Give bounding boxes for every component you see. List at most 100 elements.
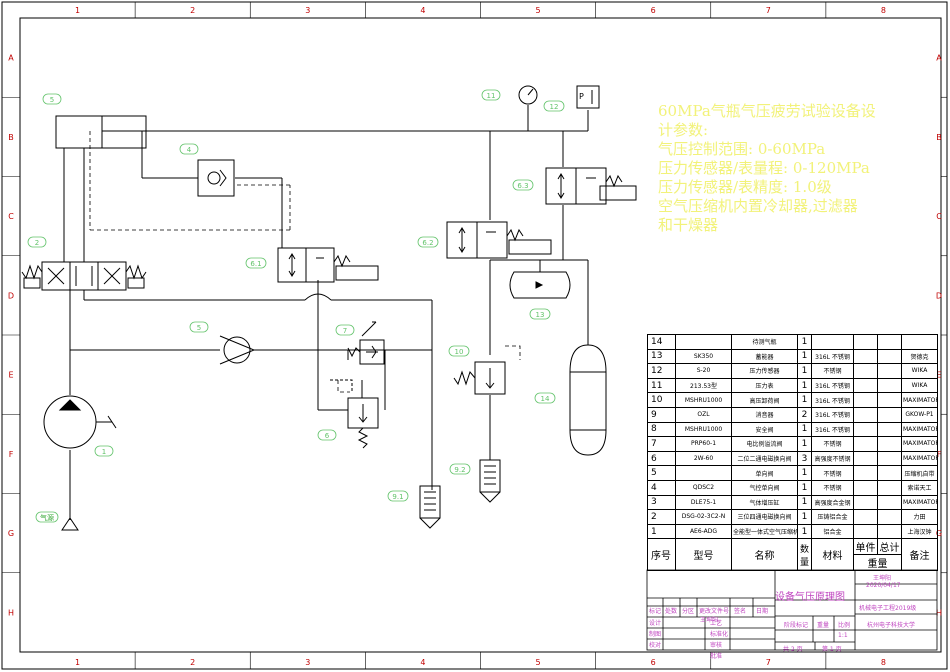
row-label-left: D — [8, 291, 14, 300]
tb-label-zone: 分区 — [682, 608, 695, 615]
callout-7-label: 7 — [343, 327, 347, 335]
pilot-check-valve-4-symbol — [197, 159, 235, 197]
bom-cell-model: SK350 — [675, 348, 732, 365]
bom-cell-total-weight — [877, 479, 902, 496]
bom-cell-no: 4 — [647, 479, 676, 496]
bom-cell-unit-weight — [853, 377, 878, 394]
bom-cell-material: 不锈钢 — [811, 479, 854, 496]
bom-cell-note: MAXIMATOR — [901, 392, 938, 408]
callout-13-label: 13 — [536, 311, 545, 319]
note-line: 计参数: — [658, 121, 709, 139]
tb-label-process: 工艺 — [710, 620, 723, 627]
tb-label-weight: 重量 — [817, 622, 830, 629]
callout-labels: 5 1 2 4 5 6.1 7 6 9.1 9.2 10 11 12 6.2 6… — [35, 92, 559, 522]
directional-valve-2-symbol — [21, 261, 147, 291]
bom-cell-total-weight — [877, 392, 902, 408]
bom-cell-name: 安全阀 — [731, 421, 798, 438]
callout-9-2-label: 9.2 — [454, 466, 465, 474]
callout-3-label: 5 — [50, 96, 54, 104]
bom-cell-qty: 2 — [797, 406, 812, 423]
column-label-bottom: 4 — [420, 658, 425, 667]
bom-cell-qty: 1 — [797, 436, 812, 452]
note-line: 空气压缩机内置冷却器,过滤器 — [658, 197, 858, 215]
bom-cell-total-weight — [877, 348, 902, 365]
bom-cell-qty: 1 — [797, 377, 812, 394]
tb-label-sign: 签名 — [734, 608, 747, 615]
design-notes: 60MPa气瓶气压疲劳试验设备设 计参数: 气压控制范围: 0-60MPa 压力… — [658, 102, 948, 235]
note-line: 压力传感器/表量程: 0-120MPa — [658, 159, 870, 177]
bom-cell-no: 2 — [647, 509, 676, 525]
bom-cell-name: 高压卸荷阀 — [731, 392, 798, 408]
bom-cell-model: AE6-ADG — [675, 523, 732, 540]
bom-cell-total-weight — [877, 377, 902, 394]
bom-cell-qty: 1 — [797, 421, 812, 438]
bom-cell-material: 压铸铝合金 — [811, 509, 854, 525]
drawing-date: 2020/04/17 — [866, 582, 901, 589]
school-name: 杭州电子科技大学 — [867, 622, 916, 629]
bom-cell-qty: 1 — [797, 348, 812, 365]
callout-1-label: 1 — [102, 448, 106, 456]
column-label-bottom: 7 — [766, 658, 771, 667]
row-label-left: A — [8, 54, 14, 63]
bom-cell-material: 316L 不锈钢 — [811, 421, 854, 438]
bom-cell-note: 压缩机自带 — [901, 465, 938, 481]
bom-cell-note: MAXIMATOR — [901, 436, 938, 452]
bom-cell-total-weight — [877, 406, 902, 423]
bom-cell-name: 二位二通电磁换向阀 — [731, 450, 798, 467]
bom-header-unit: 单件 — [855, 539, 878, 555]
bom-cell-no: 1 — [647, 523, 676, 540]
check-valve-5-symbol — [219, 335, 256, 365]
bom-cell-total-weight — [877, 421, 902, 438]
tb-label-approve: 批准 — [710, 653, 723, 660]
bom-cell-total-weight — [877, 450, 902, 467]
bom-cell-material: 316L 不锈钢 — [811, 406, 854, 423]
tb-label-proof: 校对 — [649, 642, 662, 649]
bom-cell-model: S-20 — [675, 363, 732, 379]
bom-cell-material: 316L 不锈钢 — [811, 377, 854, 394]
row-label-right: A — [936, 54, 942, 63]
valve-6-1-symbol — [277, 247, 379, 283]
tb-label-scale: 比例 — [838, 622, 851, 629]
bom-cell-material: 316L 不锈钢 — [811, 348, 854, 365]
bom-cell-no: 5 — [647, 465, 676, 481]
bom-cell-total-weight — [877, 523, 902, 540]
row-label-left: G — [8, 529, 14, 538]
bom-cell-no: 6 — [647, 450, 676, 467]
column-label-top: 3 — [305, 6, 310, 15]
safety-valve-8-symbol — [330, 379, 379, 449]
bom-cell-note: WIKA — [901, 377, 938, 394]
bom-cell-total-weight — [877, 363, 902, 379]
bom-cell-qty: 1 — [797, 363, 812, 379]
bom-cell-model: QDSC2 — [675, 479, 732, 496]
column-label-top: 7 — [766, 6, 771, 15]
bom-cell-total-weight — [877, 334, 902, 350]
bom-cell-unit-weight — [853, 494, 878, 511]
tb-label-std: 标准化 — [710, 631, 729, 638]
bom-cell-note: 力田 — [901, 509, 938, 525]
bom-cell-qty: 1 — [797, 465, 812, 481]
tb-sheet-no: 第 1 页 — [822, 646, 842, 653]
bom-cell-name: 消音器 — [731, 406, 798, 423]
column-label-bottom: 3 — [305, 658, 310, 667]
bom-cell-model: MSHRU1000 — [675, 421, 732, 438]
row-label-right: H — [936, 608, 942, 617]
callout-11-label: 11 — [487, 92, 496, 100]
bom-cell-model: DLE75-1 — [675, 494, 732, 511]
callout-14-label: 14 — [541, 395, 550, 403]
tb-label-stage: 阶段标记 — [784, 622, 809, 629]
bom-cell-name: 全能型一体式空气压缩机 — [731, 523, 798, 540]
row-label-right: G — [936, 529, 942, 538]
bom-cell-material: 高强度合金钢 — [811, 494, 854, 511]
bom-cell-material: 高强度不锈钢 — [811, 450, 854, 467]
callout-bubbles — [27, 89, 565, 523]
bom-cell-note — [901, 334, 938, 350]
bom-cell-unit-weight — [853, 436, 878, 452]
